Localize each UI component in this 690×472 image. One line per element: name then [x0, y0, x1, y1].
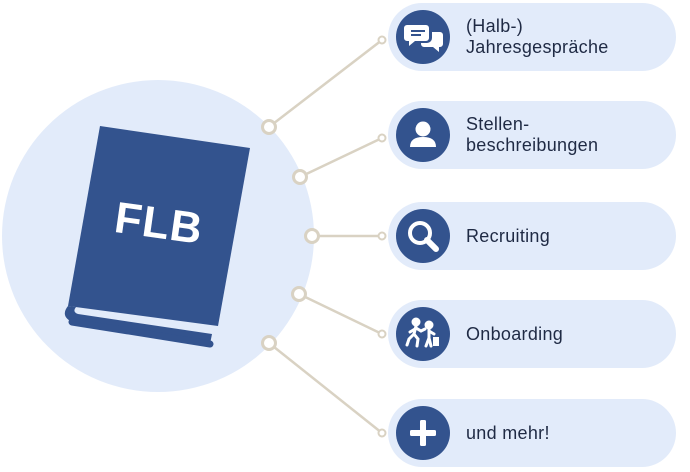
connector-node-1: [261, 119, 277, 135]
connector-line-1: [268, 39, 383, 128]
item-label-2: Stellen- beschreibungen: [466, 101, 662, 169]
onboarding-people-icon: [405, 317, 439, 348]
connector-end-5: [377, 428, 387, 438]
person-icon: [410, 121, 436, 147]
connector-node-2: [292, 169, 308, 185]
connector-line-5: [268, 342, 383, 434]
plus-icon: [410, 420, 436, 446]
item-label-4: Onboarding: [466, 300, 662, 368]
item-label-1-line1: (Halb-): [466, 16, 524, 36]
connector-line-4: [298, 292, 383, 336]
item-label-4-line1: Onboarding: [466, 323, 564, 344]
item-pill-5: und mehr!: [388, 399, 676, 467]
connector-node-4: [291, 286, 307, 302]
connector-end-2: [377, 133, 387, 143]
item-badge-2: [396, 108, 450, 162]
item-pill-3: Recruiting: [388, 202, 676, 270]
item-label-3: Recruiting: [466, 202, 662, 270]
magnifier-icon: [408, 221, 439, 252]
item-label-1: (Halb-) Jahresgespräche: [466, 3, 662, 71]
book-icon: FLB: [64, 126, 250, 348]
item-label-5: und mehr!: [466, 399, 662, 467]
item-badge-5: [396, 406, 450, 460]
item-pill-2: Stellen- beschreibungen: [388, 101, 676, 169]
connector-end-1: [377, 35, 387, 45]
item-label-3-line1: Recruiting: [466, 225, 551, 246]
item-pill-1: (Halb-) Jahresgespräche: [388, 3, 676, 71]
item-badge-4: [396, 307, 450, 361]
item-badge-1: [396, 10, 450, 64]
connector-end-3: [377, 231, 387, 241]
connector-node-3: [304, 228, 320, 244]
item-badge-3: [396, 209, 450, 263]
item-label-1-line2: Jahresgespräche: [466, 37, 609, 57]
connector-end-4: [377, 329, 387, 339]
speech-bubbles-icon: [404, 25, 443, 52]
item-label-2-line2: beschreibungen: [466, 135, 599, 155]
connector-line-2: [299, 136, 383, 179]
item-label-2-line1: Stellen-: [466, 114, 530, 134]
book-title: FLB: [112, 193, 206, 254]
item-pill-4: Onboarding: [388, 300, 676, 368]
connector-node-5: [261, 335, 277, 351]
item-label-5-line1: und mehr!: [466, 422, 550, 443]
